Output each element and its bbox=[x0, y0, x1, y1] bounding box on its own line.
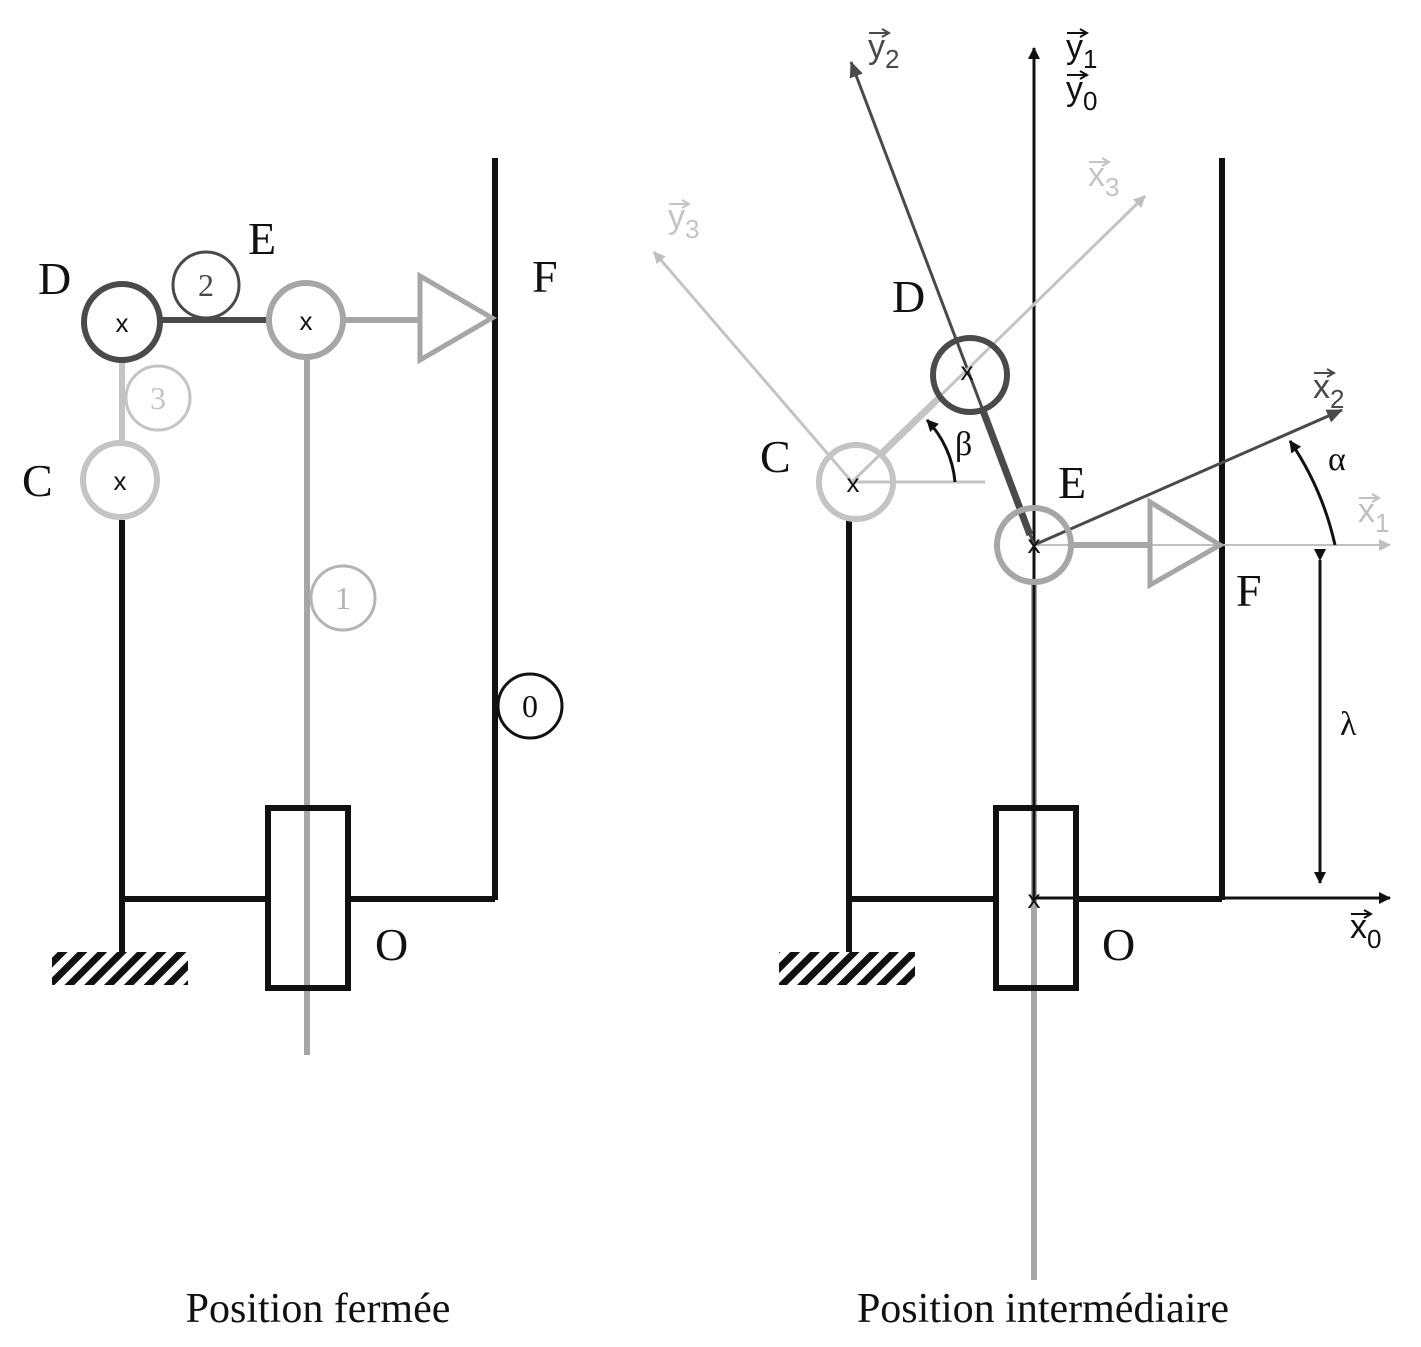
svg-text:y3: y3 bbox=[668, 198, 699, 244]
joint-e bbox=[994, 505, 1074, 585]
axis-x2 bbox=[1033, 408, 1343, 547]
label-y1: y1 bbox=[1066, 28, 1097, 74]
label-o: O bbox=[375, 919, 408, 970]
frame-base bbox=[846, 520, 996, 902]
joint-c-mark: x bbox=[847, 468, 860, 498]
ground-hatch bbox=[779, 952, 915, 985]
label-o: O bbox=[1102, 919, 1135, 970]
caption-intermediate: Position intermédiaire bbox=[857, 1286, 1229, 1332]
label-e: E bbox=[248, 213, 276, 264]
link-2 bbox=[978, 406, 1034, 537]
closed-position-diagram: x x x 2 3 1 0 D E F C O Position fermée bbox=[22, 158, 564, 1332]
label-c: C bbox=[760, 431, 791, 482]
part-number-0: 0 bbox=[522, 688, 538, 724]
origin-mark: x bbox=[1028, 884, 1041, 914]
svg-text:x0: x0 bbox=[1350, 908, 1381, 954]
part-badge-3 bbox=[124, 364, 192, 432]
slider-guide bbox=[265, 805, 351, 991]
label-y0: y0 bbox=[1066, 70, 1097, 116]
part-badge-1 bbox=[309, 564, 377, 632]
beta-arc bbox=[925, 418, 957, 483]
axis-y3 bbox=[652, 251, 854, 483]
joint-e-mark: x bbox=[300, 306, 313, 336]
svg-text:y1: y1 bbox=[1066, 28, 1097, 74]
label-f: F bbox=[1236, 565, 1262, 616]
label-d: D bbox=[38, 253, 71, 304]
label-y2: y2 bbox=[868, 28, 899, 74]
part-badge-2 bbox=[171, 250, 241, 320]
label-x1: x1 bbox=[1358, 492, 1389, 538]
svg-text:y2: y2 bbox=[868, 28, 899, 74]
part-number-2: 2 bbox=[198, 267, 214, 303]
joint-e bbox=[266, 280, 346, 360]
caption-closed: Position fermée bbox=[186, 1286, 451, 1332]
label-c: C bbox=[22, 455, 53, 506]
svg-text:x3: x3 bbox=[1088, 156, 1119, 202]
contact-triangle bbox=[417, 271, 497, 365]
label-x3: x3 bbox=[1088, 156, 1119, 202]
part-number-1: 1 bbox=[335, 580, 351, 616]
joint-e-mark: x bbox=[1028, 529, 1041, 559]
contact-triangle bbox=[1147, 497, 1225, 590]
part-badge-0 bbox=[496, 672, 564, 740]
svg-text:x2: x2 bbox=[1313, 368, 1344, 414]
intermediate-position-diagram: x x x x C D E F bbox=[652, 28, 1391, 1332]
svg-text:x1: x1 bbox=[1358, 492, 1389, 538]
alpha-arc bbox=[1288, 440, 1337, 546]
label-x2: x2 bbox=[1313, 368, 1344, 414]
label-beta: β bbox=[955, 426, 972, 463]
label-f: F bbox=[532, 251, 558, 302]
joint-c-mark: x bbox=[114, 466, 127, 496]
joint-d-mark: x bbox=[961, 356, 974, 386]
part-number-3: 3 bbox=[150, 380, 166, 416]
label-y3: y3 bbox=[668, 198, 699, 244]
joint-c bbox=[80, 440, 160, 520]
joint-d bbox=[930, 335, 1010, 415]
slider-guide bbox=[993, 805, 1079, 991]
label-x0: x0 bbox=[1350, 908, 1381, 954]
joint-c bbox=[816, 442, 896, 522]
svg-text:y0: y0 bbox=[1066, 70, 1097, 116]
label-d: D bbox=[892, 271, 925, 322]
label-e: E bbox=[1058, 457, 1086, 508]
ground-hatch bbox=[52, 952, 188, 985]
label-lambda: λ bbox=[1340, 706, 1357, 743]
frame-base bbox=[119, 520, 268, 902]
link-3 bbox=[877, 392, 945, 458]
joint-d-mark: x bbox=[116, 308, 129, 338]
label-alpha: α bbox=[1328, 441, 1346, 478]
joint-d bbox=[81, 281, 163, 363]
